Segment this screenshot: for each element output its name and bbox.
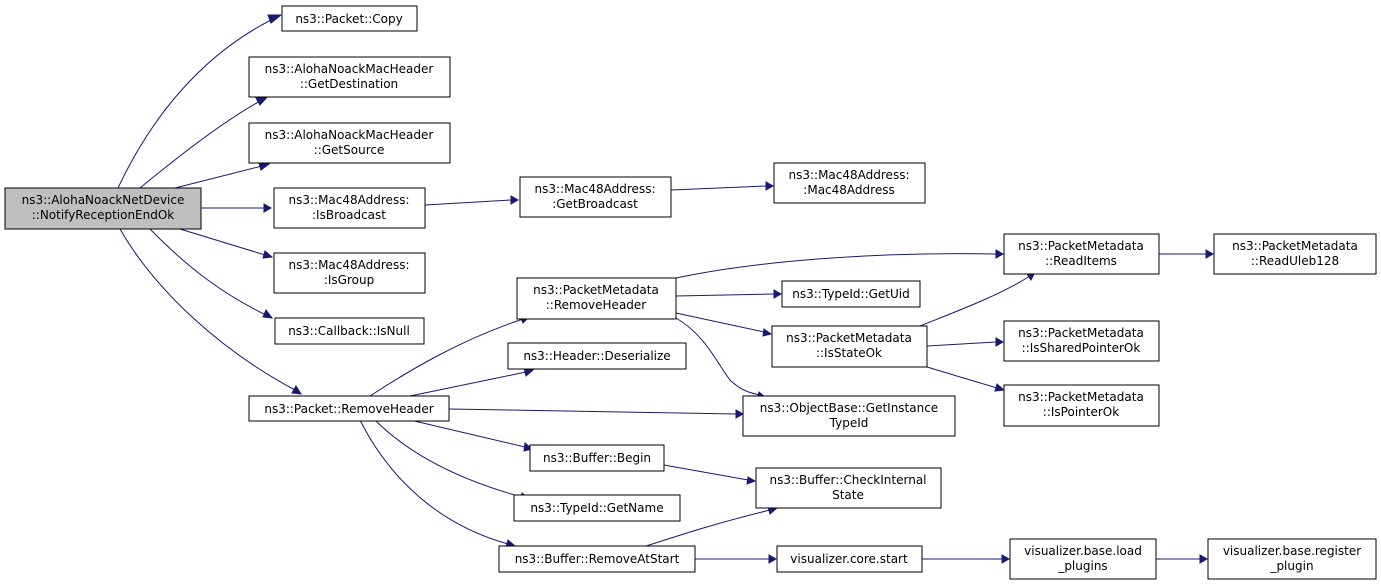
- node-buffer-begin[interactable]: ns3::Buffer::Begin: [529, 444, 665, 472]
- edge-root-to-is-broadcast: [201, 203, 273, 213]
- node-label-line-2: ::GetDestination: [300, 77, 398, 91]
- node-label-line-1: ns3::PacketMetadata: [786, 331, 912, 345]
- node-header-deserialize[interactable]: ns3::Header::Deserialize: [507, 342, 687, 370]
- edge-isstateok-to-ispointerok: [926, 366, 1006, 392]
- node-typeid-getuid[interactable]: ns3::TypeId::GetUid: [781, 280, 921, 308]
- edge-pm-removeheader-to-readitems: [675, 249, 1005, 279]
- edge-root-to-get-source: [174, 162, 271, 189]
- node-mac48address-isgroup[interactable]: ns3::Mac48Address: :IsGroup: [273, 252, 426, 294]
- edge-root-to-packet-removeheader: [119, 228, 302, 395]
- node-typeid-getname[interactable]: ns3::TypeId::GetName: [513, 494, 681, 522]
- node-label: ns3::TypeId::GetName: [530, 501, 663, 515]
- node-buffer-removeatstart[interactable]: ns3::Buffer::RemoveAtStart: [498, 545, 696, 573]
- node-buffer-checkinternalstate[interactable]: ns3::Buffer::CheckInternal State: [755, 467, 942, 509]
- node-label-line-2: ::IsPointerOk: [1043, 405, 1119, 419]
- node-label-line-2: State: [832, 488, 864, 502]
- node-label: ns3::Buffer::Begin: [543, 451, 651, 465]
- node-label-line-2: ::ReadItems: [1045, 254, 1117, 268]
- node-label-line-1: visualizer.base.load: [1024, 544, 1142, 558]
- node-mac48address-getbroadcast[interactable]: ns3::Mac48Address: :GetBroadcast: [519, 176, 672, 218]
- node-visualizer-base-load-plugins[interactable]: visualizer.base.load _plugins: [1009, 538, 1157, 580]
- node-label-line-1: ns3::Mac48Address:: [289, 258, 410, 272]
- node-alohanoacknetdevice-notifyreceptionendok[interactable]: ns3::AlohaNoackNetDevice ::NotifyRecepti…: [4, 187, 202, 230]
- node-label: ns3::Callback::IsNull: [288, 324, 410, 338]
- node-callback-isnull[interactable]: ns3::Callback::IsNull: [274, 317, 425, 345]
- node-visualizer-base-register-plugin[interactable]: visualizer.base.register _plugin: [1207, 538, 1377, 580]
- node-label: ns3::TypeId::GetUid: [792, 287, 910, 301]
- node-packetmetadata-readuleb128[interactable]: ns3::PacketMetadata ::ReadUleb128: [1213, 233, 1377, 275]
- node-packetmetadata-ispointerok[interactable]: ns3::PacketMetadata ::IsPointerOk: [1003, 384, 1160, 427]
- node-label-line-2: ::IsStateOk: [816, 346, 882, 360]
- node-alohanoackmacheader-getsource[interactable]: ns3::AlohaNoackMacHeader ::GetSource: [248, 122, 451, 164]
- edge-root-to-callback-isnull: [149, 228, 274, 319]
- node-label-line-2: ::ReadUleb128: [1251, 254, 1339, 268]
- node-packetmetadata-removeheader[interactable]: ns3::PacketMetadata ::RemoveHeader: [516, 277, 677, 320]
- node-label: ns3::Buffer::RemoveAtStart: [515, 552, 680, 566]
- edge-pm-removeheader-to-isstateok: [675, 312, 773, 337]
- node-label-line-2: _plugins: [1057, 559, 1107, 573]
- node-label-line-1: ns3::PacketMetadata: [533, 283, 659, 297]
- node-label-line-1: ns3::AlohaNoackNetDevice: [22, 193, 185, 207]
- node-label-line-2: :IsGroup: [324, 273, 374, 287]
- edge-isstateok-to-issharedpointerok: [926, 337, 1005, 347]
- node-objectbase-getinstancetypeid[interactable]: ns3::ObjectBase::GetInstance TypeId: [742, 395, 956, 437]
- node-alohanoackmacheader-getdestination[interactable]: ns3::AlohaNoackMacHeader ::GetDestinatio…: [248, 56, 451, 98]
- node-label-line-2: :IsBroadcast: [312, 208, 386, 222]
- node-label-line-2: _plugin: [1269, 559, 1313, 573]
- node-label-line-1: ns3::AlohaNoackMacHeader: [265, 128, 434, 142]
- edge-packet-removeheader-to-objectbase: [448, 408, 745, 419]
- node-label-line-1: ns3::PacketMetadata: [1018, 239, 1144, 253]
- edge-root-to-packet-copy: [117, 14, 283, 189]
- node-label: ns3::Packet::RemoveHeader: [264, 402, 433, 416]
- node-label-line-1: ns3::Buffer::CheckInternal: [769, 473, 926, 487]
- edge-root-to-is-group: [179, 228, 274, 259]
- node-label-line-2: ::IsSharedPointerOk: [1022, 341, 1141, 355]
- edge-pm-removeheader-to-typeid-getuid: [675, 289, 783, 299]
- node-packetmetadata-isstateok[interactable]: ns3::PacketMetadata ::IsStateOk: [771, 325, 928, 368]
- edge-getbroadcast-to-mac48address: [670, 181, 775, 191]
- edge-buffer-begin-to-checkinternal: [663, 464, 757, 485]
- node-label-line-2: TypeId: [829, 416, 869, 430]
- node-visualizer-core-start[interactable]: visualizer.core.start: [776, 545, 923, 573]
- edge-isbroadcast-to-getbroadcast: [424, 195, 520, 206]
- edge-visualizer-start-to-load-plugins: [922, 554, 1011, 564]
- node-label-line-2: ::RemoveHeader: [546, 298, 647, 312]
- node-label-line-2: ::NotifyReceptionEndOk: [32, 208, 175, 222]
- edge-packet-removeheader-to-typeid-getname: [374, 419, 531, 502]
- edge-isstateok-to-readitems: [919, 271, 1036, 327]
- node-packet-removeheader[interactable]: ns3::Packet::RemoveHeader: [248, 395, 450, 422]
- node-label-line-1: ns3::Mac48Address:: [535, 182, 656, 196]
- node-label-line-1: ns3::Mac48Address:: [789, 168, 910, 182]
- edge-packet-removeheader-to-buffer-begin: [409, 419, 534, 452]
- edge-load-plugins-to-register-plugin: [1156, 554, 1209, 564]
- node-packet-copy[interactable]: ns3::Packet::Copy: [281, 5, 418, 32]
- node-label-line-1: ns3::PacketMetadata: [1018, 326, 1144, 340]
- nodes: ns3::AlohaNoackNetDevice ::NotifyRecepti…: [4, 5, 1377, 580]
- node-label-line-1: ns3::ObjectBase::GetInstance: [760, 401, 938, 415]
- node-label: ns3::Header::Deserialize: [523, 349, 670, 363]
- node-label-line-2: :GetBroadcast: [552, 197, 638, 211]
- node-label: visualizer.core.start: [790, 552, 908, 566]
- edge-packet-removeheader-to-header-deserialize: [409, 367, 535, 397]
- edges: [117, 14, 1215, 564]
- node-label-line-1: ns3::PacketMetadata: [1232, 239, 1358, 253]
- node-label-line-1: ns3::Mac48Address:: [289, 193, 410, 207]
- edge-pm-removeheader-to-objectbase: [675, 317, 768, 400]
- edge-removeatstart-to-visualizer-start: [695, 554, 778, 564]
- node-mac48address-mac48address[interactable]: ns3::Mac48Address: :Mac48Address: [773, 162, 926, 204]
- edge-readitems-to-readuleb128: [1159, 249, 1215, 259]
- node-packetmetadata-issharedpointerok[interactable]: ns3::PacketMetadata ::IsSharedPointerOk: [1003, 320, 1160, 362]
- node-label-line-2: :Mac48Address: [803, 183, 894, 197]
- node-packetmetadata-readitems[interactable]: ns3::PacketMetadata ::ReadItems: [1003, 233, 1160, 275]
- node-label-line-2: ::GetSource: [314, 143, 385, 157]
- node-mac48address-isbroadcast[interactable]: ns3::Mac48Address: :IsBroadcast: [273, 187, 426, 229]
- node-label-line-1: visualizer.base.register: [1223, 544, 1361, 558]
- node-label: ns3::Packet::Copy: [295, 12, 402, 26]
- node-label-line-1: ns3::PacketMetadata: [1018, 390, 1144, 404]
- node-label-line-1: ns3::AlohaNoackMacHeader: [265, 62, 434, 76]
